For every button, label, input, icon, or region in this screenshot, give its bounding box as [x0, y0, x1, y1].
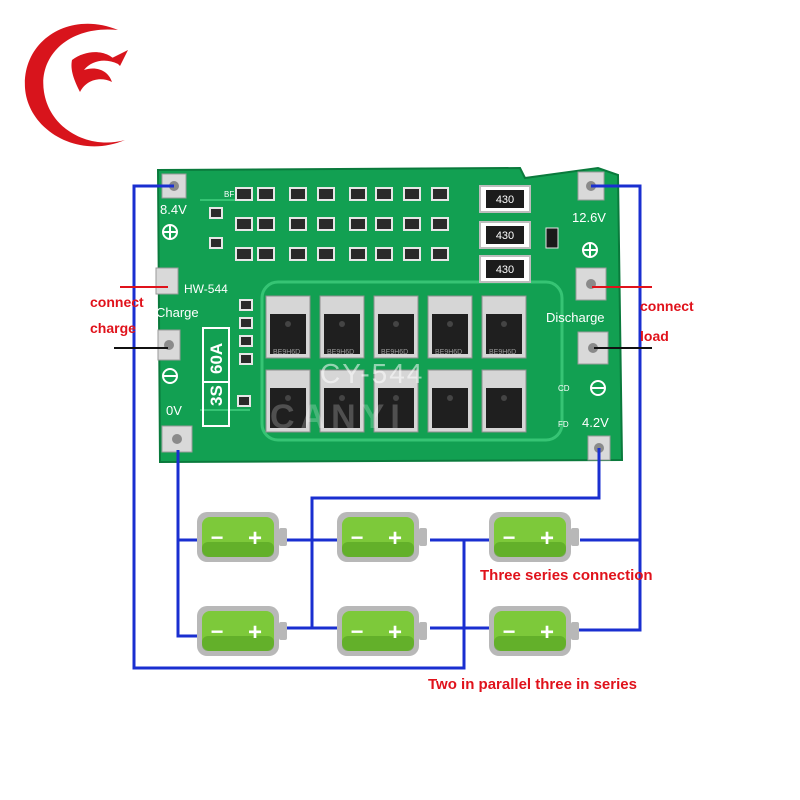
smd-part [317, 247, 335, 261]
connect-charge-text-1: connect [90, 294, 144, 310]
mosfet [427, 369, 473, 433]
smd-part [431, 187, 449, 201]
connect-charge-text-2: charge [90, 320, 136, 336]
battery-cells: −+−+−+−+−+−+ [197, 512, 579, 656]
rating-current-label: 60A [207, 342, 226, 374]
terminal-label-0v: 0V [166, 403, 182, 418]
smd-part [239, 299, 253, 311]
mark-bf: BF [224, 190, 235, 199]
battery-minus-sign: − [351, 619, 364, 644]
smd-part [545, 227, 559, 249]
charge-port-label: Charge [156, 305, 199, 320]
mosfet [265, 295, 311, 359]
battery-plus-sign: + [248, 525, 262, 552]
smd-part [239, 317, 253, 329]
smd-part [289, 187, 307, 201]
terminal-label-12v6: 12.6V [572, 210, 606, 225]
smd-part [239, 335, 253, 347]
connect-load-text-1: connect [640, 298, 694, 314]
shunt-resistor: 430 [479, 221, 531, 249]
smd-part [403, 247, 421, 261]
battery-minus-sign: − [503, 619, 516, 644]
battery-minus-sign: − [503, 525, 516, 550]
smd-part [375, 247, 393, 261]
battery-minus-sign: − [351, 525, 364, 550]
battery-cell: −+ [197, 606, 287, 656]
smd-part [349, 247, 367, 261]
shunt-resistor: 430 [479, 185, 531, 213]
battery-cell: −+ [337, 606, 427, 656]
connect-load-text-2: load [640, 328, 669, 344]
smd-part [349, 187, 367, 201]
smd-part [235, 247, 253, 261]
smd-part [289, 247, 307, 261]
mosfet-code: BE9H6D [381, 349, 408, 356]
battery-cell: −+ [197, 512, 287, 562]
mark-fd: FD [558, 420, 569, 429]
smd-part [235, 217, 253, 231]
smd-part [431, 217, 449, 231]
smd-part [209, 207, 223, 219]
resistor-code: 430 [496, 230, 514, 242]
smd-part [431, 247, 449, 261]
smd-part [403, 217, 421, 231]
brand-logo [24, 23, 128, 147]
rating-series-label: 3S [207, 385, 226, 406]
smd-part [317, 217, 335, 231]
mosfet [319, 369, 365, 433]
battery-plus-sign: + [540, 525, 554, 552]
battery-plus-sign: + [388, 619, 402, 646]
battery-plus-sign: + [388, 525, 402, 552]
battery-minus-sign: − [211, 619, 224, 644]
mosfet [373, 369, 419, 433]
shunt-resistors: 430 430 430 [479, 185, 531, 283]
smd-part [239, 353, 253, 365]
board-model-label: HW-544 [184, 282, 228, 296]
smd-part [375, 187, 393, 201]
mosfet-code: BE9H6D [273, 349, 300, 356]
mosfet-code: BE9H6D [435, 349, 462, 356]
wires [114, 184, 652, 670]
mosfet-array: BE9H6D BE9H6D BE9H6D BE9H6D BE9H6D [265, 295, 527, 433]
mosfet [319, 295, 365, 359]
mosfet [265, 369, 311, 433]
smd-part [257, 247, 275, 261]
smd-part [375, 217, 393, 231]
discharge-port-label: Discharge [546, 310, 605, 325]
battery-cell: −+ [489, 606, 579, 656]
watermark-model: CY-544 [320, 358, 425, 389]
battery-minus-sign: − [211, 525, 224, 550]
smd-part [257, 217, 275, 231]
smd-part [349, 217, 367, 231]
mosfet-code: BE9H6D [327, 349, 354, 356]
mosfet [427, 295, 473, 359]
smd-components [209, 187, 559, 407]
battery-cell: −+ [489, 512, 579, 562]
smd-part [257, 187, 275, 201]
battery-cell: −+ [337, 512, 427, 562]
parallel-series-caption: Two in parallel three in series [428, 676, 637, 693]
mosfet-code: BE9H6D [489, 349, 516, 356]
smd-part [235, 187, 253, 201]
watermark-brand: CANYI [270, 398, 406, 436]
resistor-code: 430 [496, 264, 514, 276]
smd-part [209, 237, 223, 249]
three-series-caption: Three series connection [480, 567, 653, 584]
battery-plus-sign: + [540, 619, 554, 646]
smd-part [237, 395, 251, 407]
smd-part [317, 187, 335, 201]
shunt-resistor: 430 [479, 255, 531, 283]
battery-plus-sign: + [248, 619, 262, 646]
mark-cd: CD [558, 384, 570, 393]
terminal-label-4v2: 4.2V [582, 415, 609, 430]
mosfet [481, 369, 527, 433]
smd-part [403, 187, 421, 201]
smd-part [289, 217, 307, 231]
mosfet [481, 295, 527, 359]
terminal-label-8v4: 8.4V [160, 202, 187, 217]
resistor-code: 430 [496, 194, 514, 206]
mosfet [373, 295, 419, 359]
